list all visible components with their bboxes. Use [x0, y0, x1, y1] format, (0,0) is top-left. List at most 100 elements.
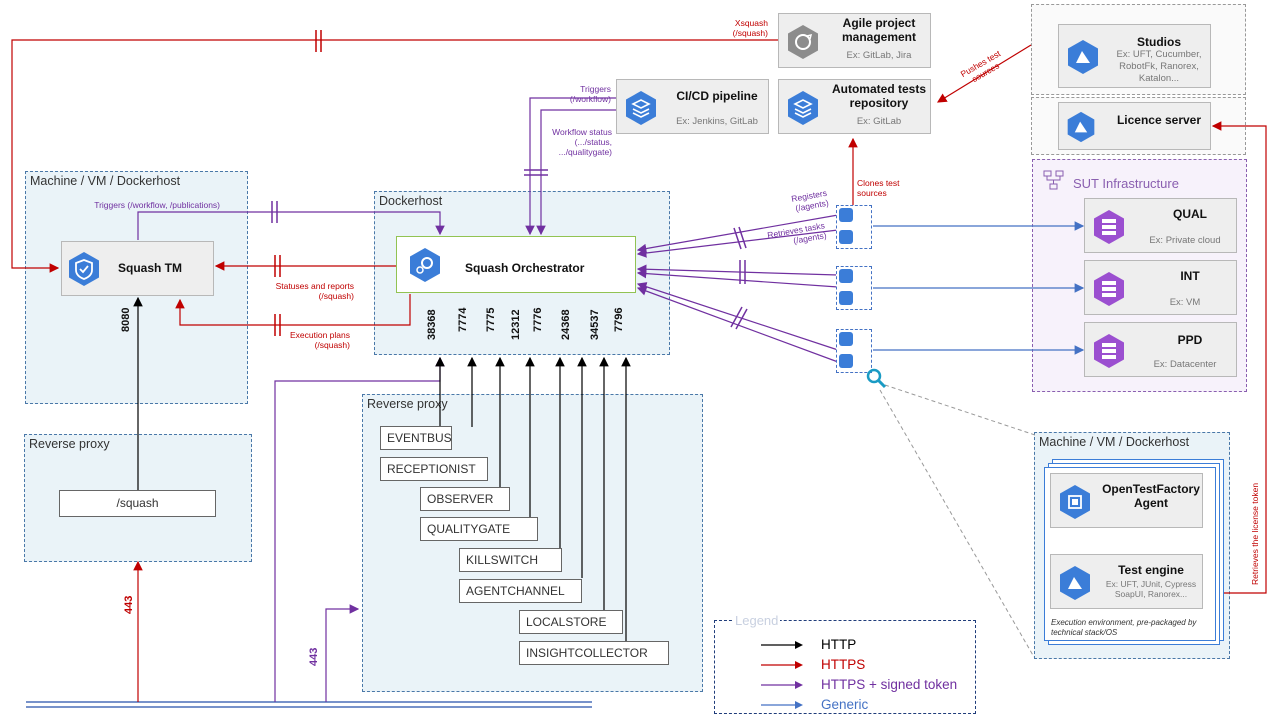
port-38368: 38368	[426, 309, 438, 340]
legend-label: HTTPS	[821, 657, 866, 672]
agent-chip-icon	[839, 269, 853, 283]
sut-qual-box[interactable]: QUAL Ex: Private cloud	[1084, 198, 1237, 253]
magnifier-icon[interactable]	[864, 366, 887, 389]
agent-chip-icon	[839, 208, 853, 222]
port-12312: 12312	[510, 309, 522, 340]
zone-title: Dockerhost	[379, 194, 443, 208]
label-xsquash: Xsquash (/squash)	[732, 18, 768, 38]
squash-tm-title: Squash TM	[118, 261, 183, 275]
sut-ppd-box[interactable]: PPD Ex: Datacenter	[1084, 322, 1237, 377]
port-7775: 7775	[485, 307, 497, 332]
agent-pair-ppd[interactable]	[836, 329, 872, 373]
studios-title: Studios	[1137, 35, 1181, 49]
legend-label: Generic	[821, 697, 869, 712]
cicd-title: CI/CD pipeline	[676, 89, 758, 103]
studios-box[interactable]: Studios Ex: UFT, Cucumber, RobotFk, Rano…	[1058, 24, 1211, 88]
zone-title: Reverse proxy	[367, 397, 448, 411]
server-icon	[1091, 209, 1125, 244]
port-24368: 24368	[560, 309, 572, 340]
sut-int-sub: Ex: VM	[1169, 297, 1201, 308]
legend-arrow	[761, 661, 803, 669]
label-clones: Clones test sources	[857, 178, 900, 198]
engine-sub: Ex: UFT, JUnit, Cypress SoapUI, Ranorex.…	[1105, 579, 1197, 599]
service-killswitch[interactable]: KILLSWITCH	[459, 548, 562, 572]
sut-ppd-sub: Ex: Datacenter	[1153, 359, 1217, 370]
port-https-left: 443	[123, 595, 135, 614]
squash-path-label: /squash	[116, 496, 159, 510]
service-insightcollector[interactable]: INSIGHTCOLLECTOR	[519, 641, 669, 665]
engine-box[interactable]: Test engine Ex: UFT, JUnit, Cypress Soap…	[1050, 554, 1203, 609]
licence-box[interactable]: Licence server	[1058, 102, 1211, 150]
squash-tm-box[interactable]: Squash TM	[61, 241, 214, 296]
engine-icon	[1057, 565, 1091, 600]
chip-icon	[1057, 484, 1091, 519]
label-triggers-tm: Triggers (/workflow, /publications)	[94, 200, 220, 210]
server-icon	[1091, 271, 1125, 306]
label-workflow-status: Workflow status (.../status, .../quality…	[552, 127, 612, 157]
port-7776: 7776	[532, 307, 544, 332]
legend-arrow	[761, 641, 803, 649]
layers-icon	[623, 90, 657, 125]
agent-title: OpenTestFactory Agent	[1102, 482, 1200, 510]
sut-int-title: INT	[1180, 269, 1200, 283]
legend-label: HTTPS + signed token	[821, 677, 958, 692]
zone-title: Machine / VM / Dockerhost	[1039, 435, 1190, 449]
licence-icon	[1065, 111, 1099, 145]
sut-qual-sub: Ex: Private cloud	[1149, 235, 1221, 246]
sut-ppd-title: PPD	[1177, 333, 1203, 347]
port-https-center: 443	[308, 647, 320, 666]
service-receptionist[interactable]: RECEPTIONIST	[380, 457, 488, 481]
port-34537: 34537	[589, 309, 601, 340]
repo-box[interactable]: Automated tests repository Ex: GitLab	[778, 79, 931, 134]
port-7774: 7774	[457, 307, 469, 332]
legend: Legend HTTP HTTPS HTTPS + signed token G…	[714, 613, 976, 714]
agent-chip-icon	[839, 332, 853, 346]
squash-path-box: /squash	[59, 490, 216, 517]
legend-title: Legend	[733, 613, 781, 628]
label-licence-token: Retrieves the license token	[1250, 482, 1260, 585]
agent-box[interactable]: OpenTestFactory Agent	[1050, 473, 1203, 528]
zone-title: Reverse proxy	[29, 437, 110, 451]
repo-title: Automated tests repository	[831, 82, 926, 110]
sut-qual-title: QUAL	[1173, 207, 1207, 221]
repo-sub: Ex: GitLab	[856, 116, 902, 127]
agile-icon	[785, 24, 819, 59]
port-7796: 7796	[613, 307, 625, 332]
orchestrator-title: Squash Orchestrator	[465, 261, 585, 275]
legend-arrow	[761, 701, 803, 709]
agent-pair-int[interactable]	[836, 266, 872, 310]
layers-icon	[785, 90, 819, 125]
exec-env-label: Execution environment, pre-packaged by t…	[1051, 618, 1197, 637]
zone-title: SUT Infrastructure	[1073, 176, 1179, 191]
service-eventbus[interactable]: EVENTBUS	[380, 426, 452, 450]
gears-icon	[407, 247, 441, 282]
service-agentchannel[interactable]: AGENTCHANNEL	[459, 579, 582, 603]
zone-title: Machine / VM / Dockerhost	[30, 174, 181, 188]
label-exec-plans: Execution plans (/squash)	[289, 330, 350, 350]
orchestrator-box[interactable]: Squash Orchestrator	[396, 236, 636, 293]
agile-title: Agile project management	[841, 16, 917, 44]
engine-title: Test engine	[1118, 563, 1184, 577]
sut-int-box[interactable]: INT Ex: VM	[1084, 260, 1237, 315]
legend-label: HTTP	[821, 637, 857, 652]
service-observer[interactable]: OBSERVER	[420, 487, 510, 511]
cicd-box[interactable]: CI/CD pipeline Ex: Jenkins, GitLab	[616, 79, 769, 134]
studio-icon	[1065, 39, 1099, 74]
service-qualitygate[interactable]: QUALITYGATE	[420, 517, 538, 541]
label-statuses: Statuses and reports (/squash)	[275, 281, 354, 301]
server-icon	[1091, 333, 1125, 368]
studios-sub: Ex: UFT, Cucumber, RobotFk, Ranorex, Kat…	[1116, 49, 1202, 84]
port-tm: 8080	[120, 307, 132, 332]
engine-icon	[839, 230, 853, 244]
cicd-sub: Ex: Jenkins, GitLab	[676, 116, 758, 127]
engine-icon	[839, 354, 853, 368]
agile-box[interactable]: Agile project management Ex: GitLab, Jir…	[778, 13, 931, 68]
licence-title: Licence server	[1116, 113, 1202, 127]
legend-arrow	[761, 681, 803, 689]
agent-pair-qual[interactable]	[836, 205, 872, 249]
service-localstore[interactable]: LOCALSTORE	[519, 610, 623, 634]
engine-icon	[839, 291, 853, 305]
label-triggers-workflow: Triggers (/workflow)	[569, 84, 611, 104]
agile-sub: Ex: GitLab, Jira	[846, 50, 912, 61]
